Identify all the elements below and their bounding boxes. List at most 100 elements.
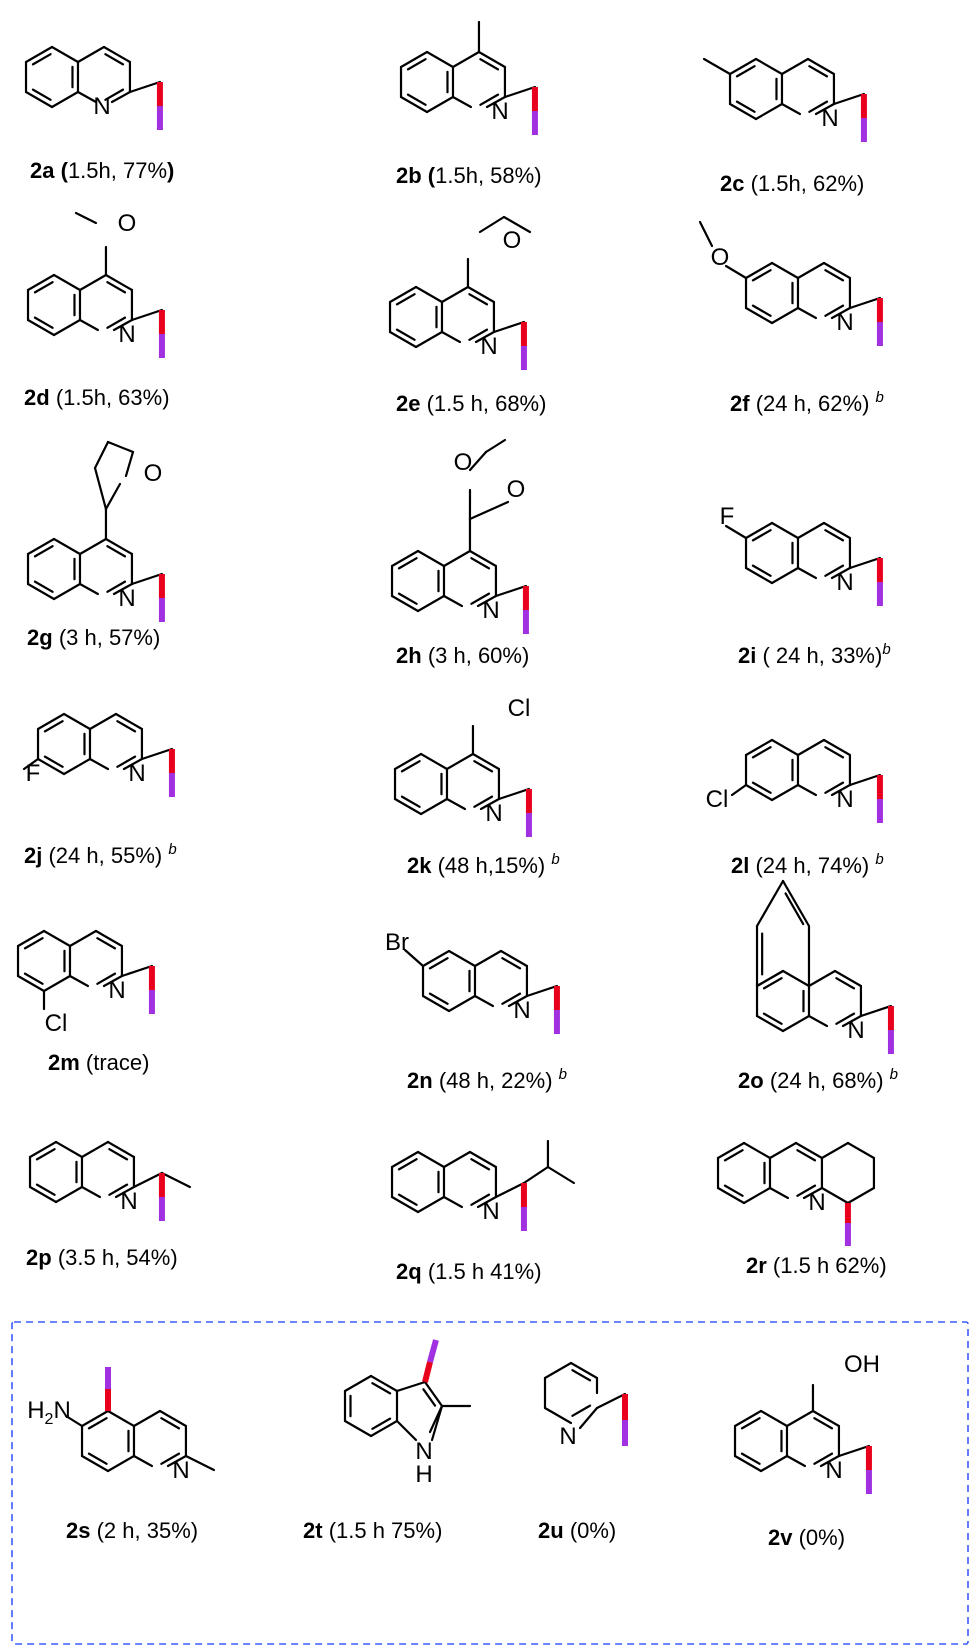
mol-2q-nc8a: [442, 1195, 464, 1209]
mol-2j-benzo-bond-0: [62, 712, 92, 731]
atom-o2-2h: O: [507, 476, 526, 503]
mol-2k-benzo-bond-5: [393, 752, 423, 771]
mol-2v-benzo-double-3: [740, 1452, 761, 1465]
mol-2p-benzo-double-5: [35, 1148, 56, 1161]
mol-2l-benzo-bond-0: [770, 738, 800, 757]
mol-2c-benzo-double-3: [735, 100, 756, 113]
mol-2d-ch2: [130, 308, 164, 322]
mol-2m-benzo-bond-5: [16, 929, 46, 948]
caption-2o: 2o (24 h, 68%) b: [738, 1066, 898, 1093]
mol-2g-c2n: [112, 582, 134, 596]
mol-2t-benzo-bond-3: [369, 1419, 399, 1438]
mol-2o-ch2: [859, 1004, 893, 1018]
mol-2q-pyrid-bond-5: [442, 1150, 472, 1169]
mol-2r-cy-bond-3: [846, 1186, 876, 1205]
mol-2p-benzo-double-3: [35, 1183, 56, 1196]
mol-2e-pyrid-double-0: [468, 293, 489, 306]
mol-2m-nc8a: [68, 974, 90, 988]
caption-2u: 2u (0%): [538, 1518, 616, 1543]
caption-2d: 2d (1.5h, 63%): [24, 385, 170, 410]
mol-2a-benzo-bond-5: [24, 45, 54, 64]
mol-2r-benzo-double-5: [723, 1149, 744, 1162]
atom-n-2a: N: [93, 93, 110, 120]
mol-2l-benzo-bond-5: [744, 738, 774, 757]
mol-2t-nc: [395, 1419, 418, 1442]
mol-2q-c2n: [476, 1195, 498, 1209]
mol-2q-cc2: [522, 1165, 550, 1185]
mol-2k-pyrid-bond-5: [445, 752, 475, 771]
mol-2f-benzo-bond-2: [770, 306, 800, 325]
mol-2d-benzo-bond-0: [52, 273, 82, 292]
atom-n-2c: N: [821, 105, 838, 132]
mol-2g-benzo-bond-3: [26, 582, 56, 601]
mol-2b-benzo-bond-3: [399, 95, 429, 114]
mol-2g-ch2: [130, 572, 164, 586]
mol-2i-c2n: [830, 566, 852, 580]
mol-2o-benzo-bond-0: [781, 969, 811, 988]
atom-n-2f: N: [836, 309, 853, 336]
mol-2s-pyrid-double-2: [160, 1452, 181, 1465]
caption-2v: 2v (0%): [768, 1525, 845, 1550]
mol-2p-me: [160, 1171, 192, 1189]
mol-2t-pyrrole-double-1: [422, 1388, 437, 1407]
mol-2p-pyrid-bond-5: [80, 1140, 110, 1159]
mol-2e-oc: [478, 215, 506, 234]
mol-2t-nc2: [430, 1404, 444, 1442]
mol-2h-pyrid-double-0: [470, 557, 491, 570]
mol-2m-ch2: [120, 964, 154, 978]
caption-2i: 2i ( 24 h, 33%)b: [738, 641, 891, 668]
atom-n-2o: N: [847, 1017, 864, 1044]
mol-2n-benzo-bond-2: [447, 994, 477, 1013]
mol-2f-pyrid-bond-0: [822, 261, 852, 280]
mol-2c-benzo-double-5: [735, 65, 756, 78]
mol-2j-nc8a: [88, 757, 110, 771]
mol-2n-cbr: [403, 948, 425, 968]
mol-2q-pyrid-bond-0: [468, 1150, 498, 1169]
caption-2a: 2a (1.5h, 77%): [30, 158, 174, 183]
mol-2p-benzo-bond-3: [28, 1185, 58, 1204]
atom-labels: N N N O N O N O N O N O O N F N F N Cl N…: [26, 93, 880, 1488]
atom-n-2r: N: [808, 1189, 825, 1216]
mol-2u-ring-bond-0: [543, 1361, 573, 1380]
mol-2c-pyrid-bond-5: [780, 57, 810, 76]
mol-2e-cc: [502, 215, 532, 234]
mol-2l-benzo-double-3: [751, 781, 772, 794]
mol-2v-benzo-bond-2: [759, 1454, 789, 1473]
mol-2a-pyrid-bond-0: [102, 45, 132, 64]
mol-2v-pyrid-double-2: [813, 1452, 834, 1465]
mol-2s-benzo-bond-3: [80, 1454, 110, 1473]
mol-2l-c2n: [830, 783, 852, 797]
mol-2q-pyrid-double-0: [470, 1158, 491, 1171]
mol-2c-me: [702, 57, 732, 76]
mol-2b-pyrid-double-2: [479, 93, 500, 106]
mol-2f-benzo-double-5: [751, 269, 772, 282]
caption-2e: 2e (1.5 h, 68%): [396, 391, 546, 416]
mol-2s-c2n: [166, 1454, 188, 1468]
mol-2r-pyrid-bond-0: [794, 1141, 824, 1160]
mol-2i-cf: [724, 524, 748, 540]
mol-2p-benzo-bond-5: [28, 1140, 58, 1159]
caption-2p: 2p (3.5 h, 54%): [26, 1245, 178, 1270]
mol-2f-pyrid-double-2: [824, 304, 845, 317]
mol-2r-pyrid-double-2: [796, 1184, 817, 1197]
mol-2m-benzo-bond-2: [42, 974, 72, 993]
mol-2g-thf-bond-2: [106, 440, 135, 454]
atom-n-2m: N: [108, 977, 125, 1004]
mol-2p-cc: [132, 1171, 164, 1189]
mol-2s-benzo-bond-2: [106, 1454, 136, 1473]
mol-2e-pyrid-double-2: [468, 328, 489, 341]
mol-2r-pyrid-bond-5: [768, 1141, 798, 1160]
mol-2s-benzo-double-5: [87, 1417, 108, 1430]
mol-2f-benzo-bond-3: [744, 306, 774, 325]
atom-cl-2m: Cl: [45, 1010, 68, 1037]
mol-2p-pyrid-bond-0: [106, 1140, 136, 1159]
caption-2s: 2s (2 h, 35%): [66, 1518, 198, 1543]
mol-2n-ch2: [525, 984, 559, 998]
captions: 2a (1.5h, 77%) 2b (1.5h, 58%) 2c (1.5h, …: [24, 158, 898, 1550]
atom-cl-2k: Cl: [508, 695, 531, 722]
mol-2s-benzo-bond-0: [106, 1409, 136, 1428]
mol-2e-benzo-bond-0: [414, 285, 444, 304]
atom-h-2t: H: [415, 1461, 432, 1488]
caption-2n: 2n (48 h, 22%) b: [407, 1066, 567, 1093]
mol-2b-nc8a: [451, 95, 473, 109]
